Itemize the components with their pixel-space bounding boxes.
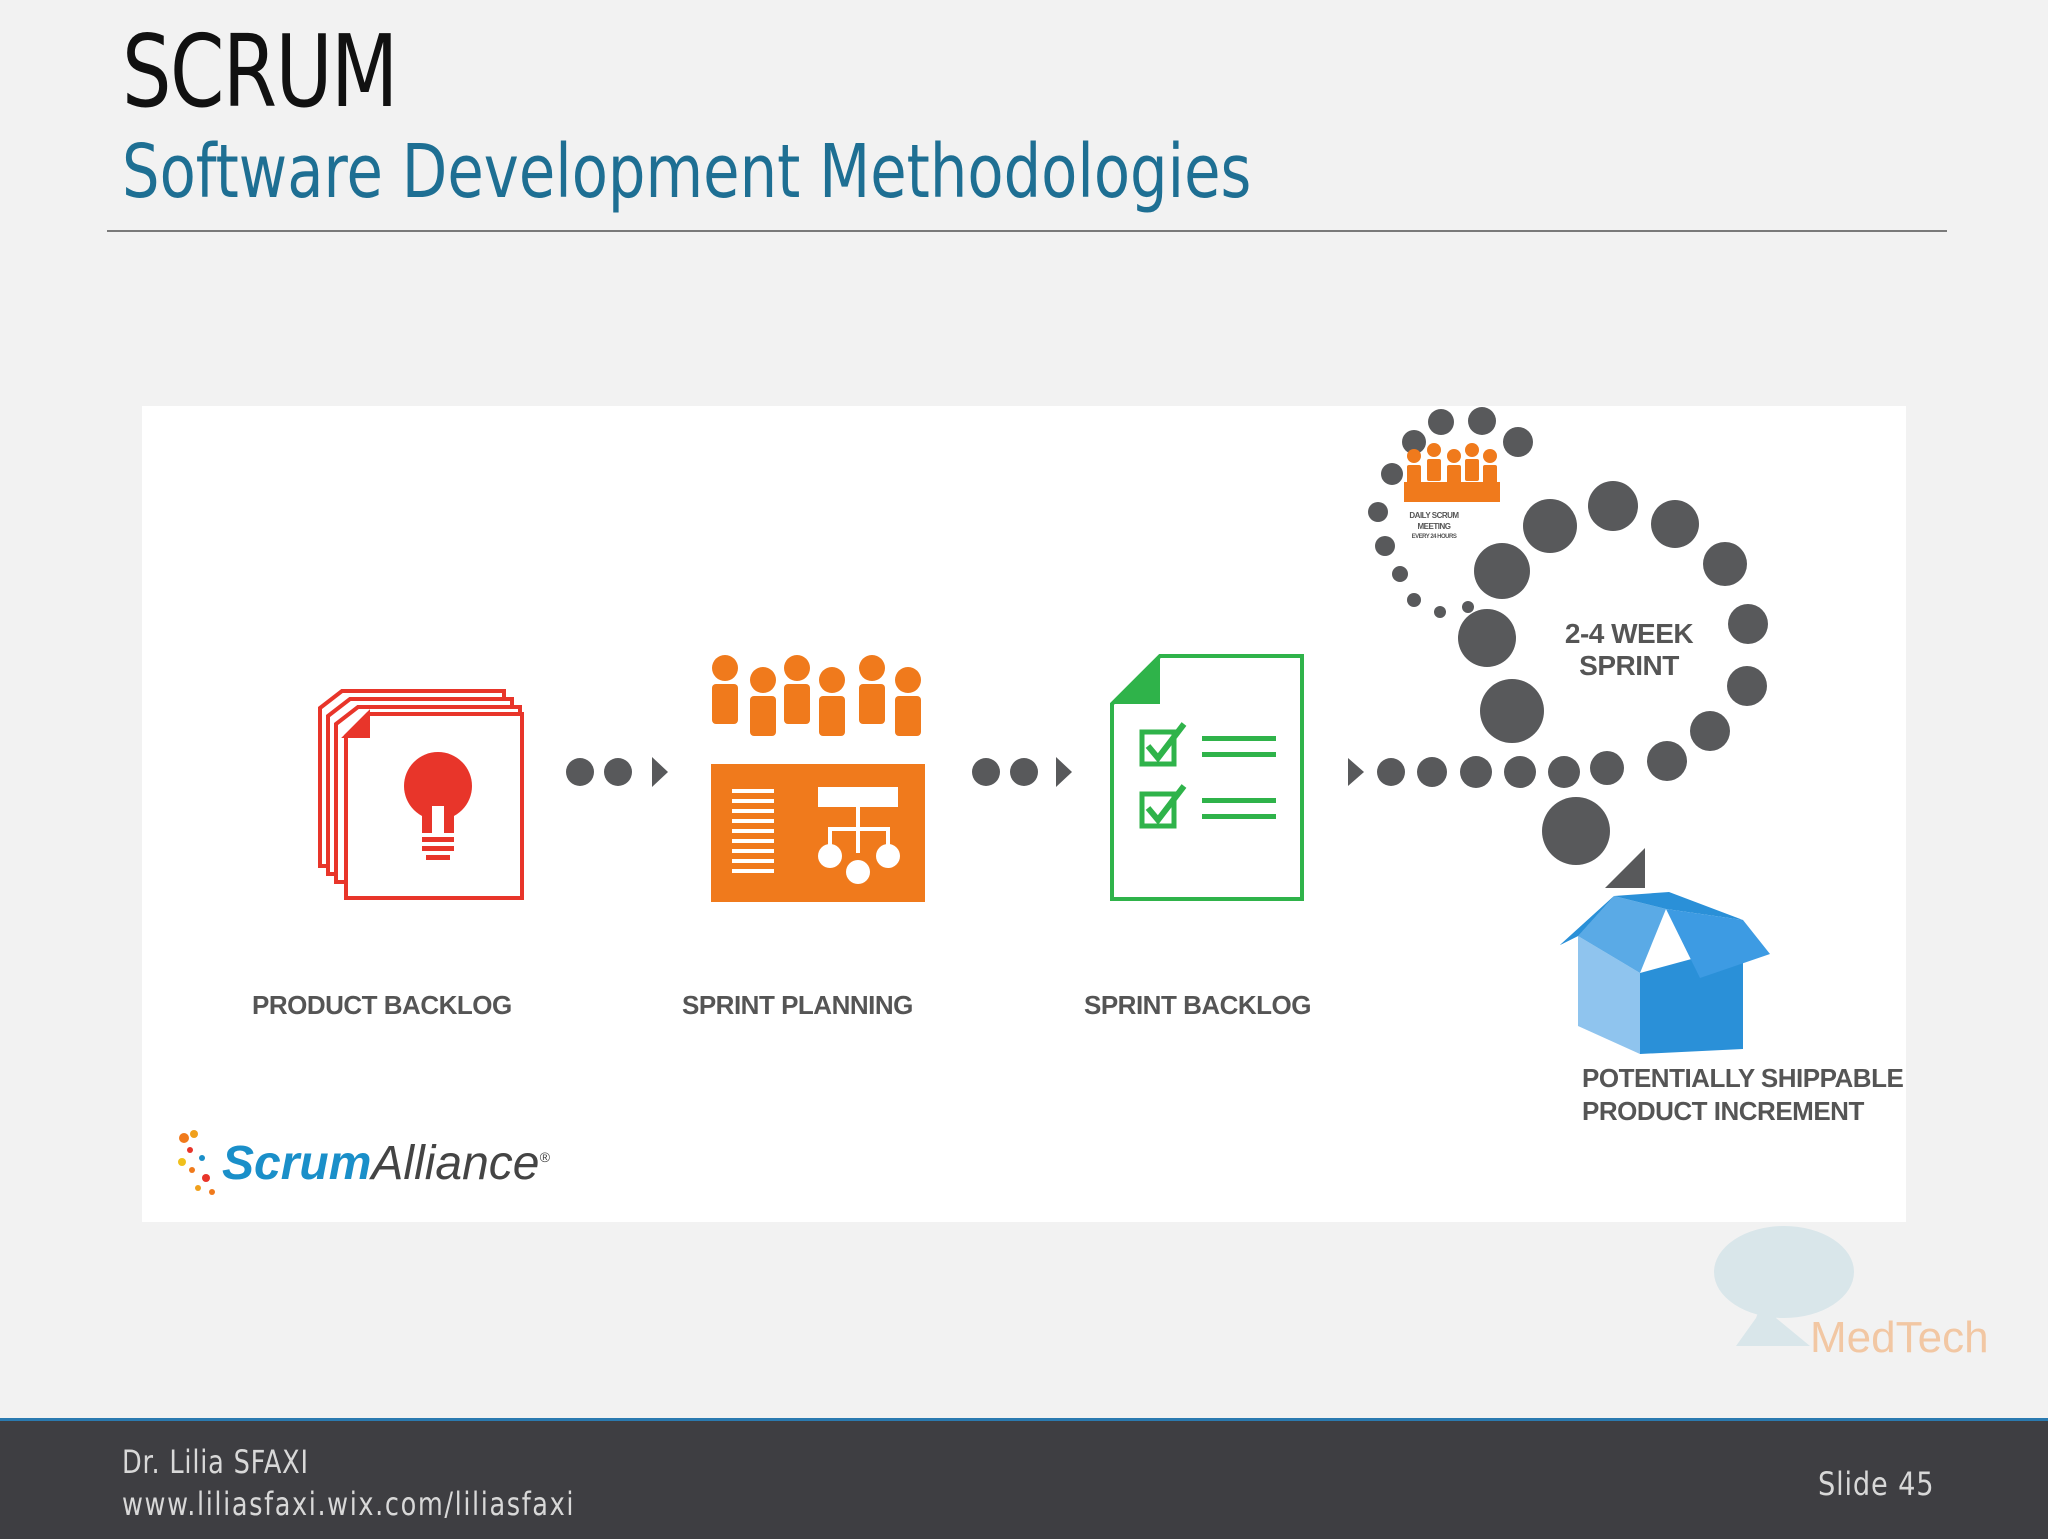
lightbulb-document-stack-icon bbox=[318, 689, 524, 900]
scrum-alliance-logo: ScrumAlliance® bbox=[222, 1137, 550, 1190]
sprint-duration-label: 2-4 WEEK SPRINT bbox=[1564, 618, 1694, 681]
flow-arrow-1 bbox=[566, 757, 668, 787]
increment-label: POTENTIALLY SHIPPABLE PRODUCT INCREMENT bbox=[1582, 1063, 1904, 1126]
medtech-watermark: MedTech bbox=[1810, 1313, 1989, 1362]
footer-url[interactable]: www.liliasfaxi.wix.com/liliasfaxi bbox=[122, 1485, 576, 1523]
title-divider bbox=[107, 230, 1947, 232]
daily-scrum-label: DAILY SCRUM MEETING EVERY 24 HOURS bbox=[1409, 511, 1459, 540]
slide-footer: Dr. Lilia SFAXI www.liliasfaxi.wix.com/l… bbox=[0, 1418, 2048, 1539]
scrum-diagram: PRODUCT BACKLOG SPRINT PLANNING SPRINT B… bbox=[142, 406, 1906, 1222]
sprint-loop-dots bbox=[1348, 481, 1768, 888]
daily-scrum-team-icon bbox=[1404, 443, 1500, 502]
product-backlog-label: PRODUCT BACKLOG bbox=[252, 990, 512, 1020]
sprint-planning-label: SPRINT PLANNING bbox=[682, 990, 913, 1020]
slide-title: SCRUM bbox=[122, 13, 398, 130]
slide-subtitle: Software Development Methodologies bbox=[122, 129, 1252, 215]
footer-author: Dr. Lilia SFAXI bbox=[122, 1443, 309, 1481]
checklist-document-icon bbox=[1110, 654, 1304, 901]
daily-scrum-loop-dots bbox=[1368, 407, 1533, 618]
flow-arrow-2 bbox=[972, 757, 1072, 787]
tree-icon bbox=[1714, 1226, 1854, 1346]
slide-number: Slide 45 bbox=[1818, 1465, 1935, 1503]
scrum-alliance-logo-mark bbox=[178, 1130, 215, 1195]
scrum-diagram-graphics bbox=[178, 407, 1770, 1195]
team-planning-board-icon bbox=[711, 655, 925, 902]
sprint-backlog-label: SPRINT BACKLOG bbox=[1084, 990, 1312, 1020]
open-box-icon bbox=[1560, 892, 1770, 1054]
